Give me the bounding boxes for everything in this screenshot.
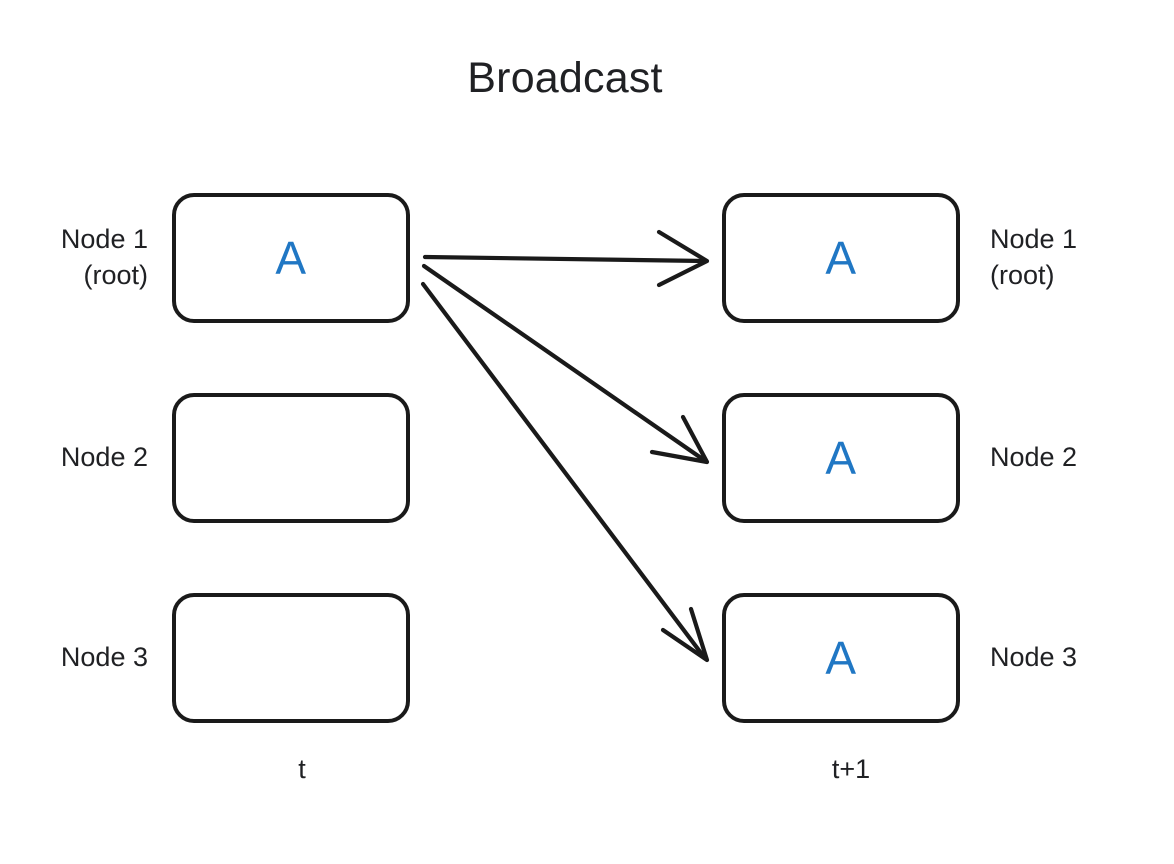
arrow-root-to-node3 [420, 281, 710, 663]
node-value: A [275, 232, 307, 284]
time-label-before: t [298, 754, 306, 784]
arrow-root-to-node2 [421, 263, 710, 465]
arrow-root-to-node1 [422, 229, 710, 288]
node-value: A [825, 232, 857, 284]
row-label-right-node-3: Node 3 [990, 642, 1078, 672]
row-label-left-node-3: Node 3 [60, 642, 148, 672]
node-box-node-1-before[interactable]: A [172, 193, 410, 323]
row-label-left-node-1: Node 1 (root) [60, 224, 148, 290]
row-label-right-node-2: Node 2 [990, 442, 1078, 472]
page-title: Broadcast [467, 54, 663, 102]
node-value: A [825, 432, 857, 484]
node-value: A [825, 632, 857, 684]
row-label-right-node-1: Node 1 (root) [990, 224, 1078, 290]
node-box-node-3-before[interactable] [172, 593, 410, 723]
time-label-after: t+1 [831, 754, 871, 784]
row-label-left-node-2: Node 2 [60, 442, 148, 472]
node-box-node-1-after[interactable]: A [722, 193, 960, 323]
node-box-node-2-after[interactable]: A [722, 393, 960, 523]
node-box-node-2-before[interactable] [172, 393, 410, 523]
node-box-node-3-after[interactable]: A [722, 593, 960, 723]
